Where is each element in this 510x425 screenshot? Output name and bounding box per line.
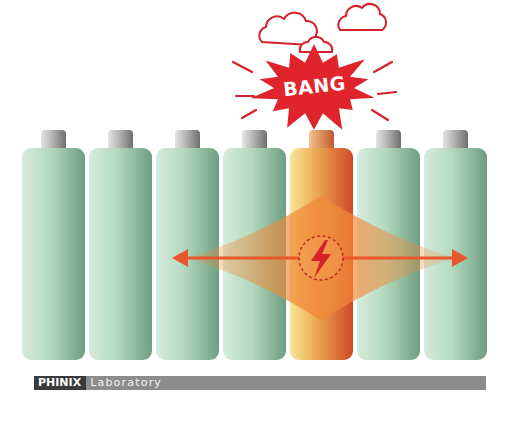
fault-circle (299, 236, 343, 280)
arrow-head (172, 249, 188, 267)
lightning-bolt (311, 240, 331, 278)
battery-cells (22, 130, 487, 360)
spread-arrow (342, 257, 454, 260)
burst-shape (251, 44, 375, 130)
arrow-head (452, 249, 468, 267)
smoke-cloud (338, 4, 386, 30)
brand-subtitle: Laboratory (86, 376, 167, 390)
explosion-burst: BANG (250, 40, 378, 132)
spread-arrow (186, 257, 300, 260)
brand-bar: PHINIXLaboratory (34, 376, 486, 390)
battery-cell (89, 148, 152, 360)
battery-cell (22, 148, 85, 360)
brand-name: PHINIX (34, 376, 86, 390)
